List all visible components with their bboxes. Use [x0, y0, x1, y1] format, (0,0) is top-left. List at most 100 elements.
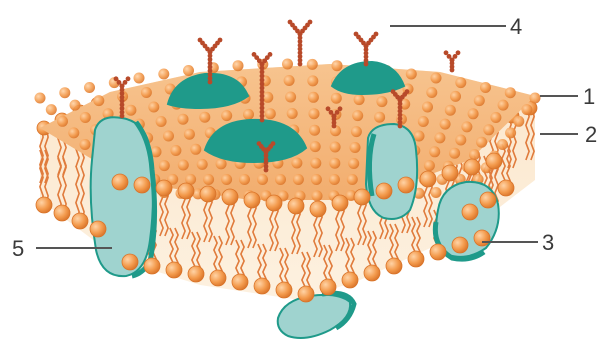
surface-head: [332, 60, 343, 71]
edge-head: [342, 272, 358, 288]
glycan-chain: [298, 20, 313, 37]
protein-bottom: [278, 295, 350, 338]
glycan-bead: [444, 50, 449, 55]
glycan-bead: [252, 52, 257, 57]
surface-head: [203, 174, 214, 185]
surface-head: [354, 94, 365, 105]
surface-head: [307, 75, 318, 86]
surface-head: [159, 160, 170, 171]
surface-head: [178, 160, 189, 171]
surface-head: [178, 114, 189, 125]
surface-head: [163, 131, 174, 142]
edge-head: [90, 221, 106, 237]
surface-head: [233, 60, 244, 71]
edge-head: [408, 251, 424, 267]
edge-head: [36, 197, 52, 213]
glycan-bead: [391, 89, 396, 94]
edge-head: [442, 165, 458, 181]
surface-head: [348, 158, 359, 169]
surface-head: [80, 112, 91, 123]
surface-head: [221, 110, 232, 121]
surface-head: [455, 135, 466, 146]
surface-head: [505, 87, 516, 98]
edge-head: [474, 230, 490, 246]
glycan-chain: [298, 32, 303, 67]
edge-head: [144, 258, 160, 274]
surface-head: [450, 91, 461, 102]
glycan-bead: [456, 50, 461, 55]
surface-head: [530, 93, 541, 104]
surface-head: [498, 100, 509, 111]
surface-head: [307, 59, 318, 70]
surface-head: [490, 112, 501, 123]
edge-head: [498, 180, 514, 196]
surface-head: [239, 174, 250, 185]
surface-head: [243, 109, 254, 120]
edge-head: [166, 262, 182, 278]
surface-head: [347, 174, 358, 185]
surface-head: [513, 116, 524, 127]
surface-head: [35, 93, 46, 104]
surface-head: [350, 142, 361, 153]
surface-head: [284, 75, 295, 86]
surface-head: [374, 112, 385, 123]
glycan-bead: [114, 76, 119, 81]
surface-head: [308, 92, 319, 103]
surface-head: [351, 126, 362, 137]
edge-head: [486, 153, 502, 169]
surface-head: [70, 100, 81, 111]
surface-head: [440, 119, 451, 130]
surface-head: [424, 160, 435, 171]
surface-head: [455, 77, 466, 88]
surface-head: [434, 132, 445, 143]
surface-head: [312, 190, 323, 201]
surface-head: [330, 142, 341, 153]
surface-head: [125, 105, 136, 116]
edge-head: [298, 286, 314, 302]
callout-label-5: 5: [12, 236, 24, 261]
surface-head: [426, 87, 437, 98]
glycan-chain: [120, 84, 125, 119]
surface-head: [148, 102, 159, 113]
surface-head: [329, 174, 340, 185]
glycan-bead: [354, 32, 359, 37]
surface-head: [521, 104, 532, 115]
surface-head: [352, 110, 363, 121]
edge-head: [354, 189, 370, 205]
integral-protein-left: [91, 117, 153, 276]
edge-head: [480, 192, 496, 208]
surface-head: [474, 95, 485, 106]
edge-head: [266, 195, 282, 211]
edge-head: [254, 278, 270, 294]
edge-head: [310, 201, 326, 217]
edge-head: [420, 171, 436, 187]
surface-head: [158, 69, 169, 80]
glycan-bead: [405, 89, 410, 94]
callout-label-3: 3: [542, 230, 554, 255]
edge-head: [276, 282, 292, 298]
surface-head: [422, 102, 433, 113]
surface-head: [309, 108, 320, 119]
surface-head: [331, 93, 342, 104]
surface-head: [184, 129, 195, 140]
edge-head: [188, 266, 204, 282]
edge-head: [320, 279, 336, 295]
surface-head: [190, 144, 201, 155]
glycan-chain: [208, 38, 223, 55]
surface-head: [414, 131, 425, 142]
surface-head: [480, 82, 491, 93]
edge-head: [200, 186, 216, 202]
surface-head: [309, 125, 320, 136]
edge-head: [210, 270, 226, 286]
glycan-bead: [126, 76, 131, 81]
surface-head: [476, 137, 487, 148]
surface-head: [468, 108, 479, 119]
surface-head: [429, 146, 440, 157]
surface-head: [221, 174, 232, 185]
surface-head: [282, 59, 293, 70]
surface-head: [483, 124, 494, 135]
edge-head: [376, 183, 392, 199]
surface-head: [265, 108, 276, 119]
glycan-chain: [260, 62, 265, 123]
